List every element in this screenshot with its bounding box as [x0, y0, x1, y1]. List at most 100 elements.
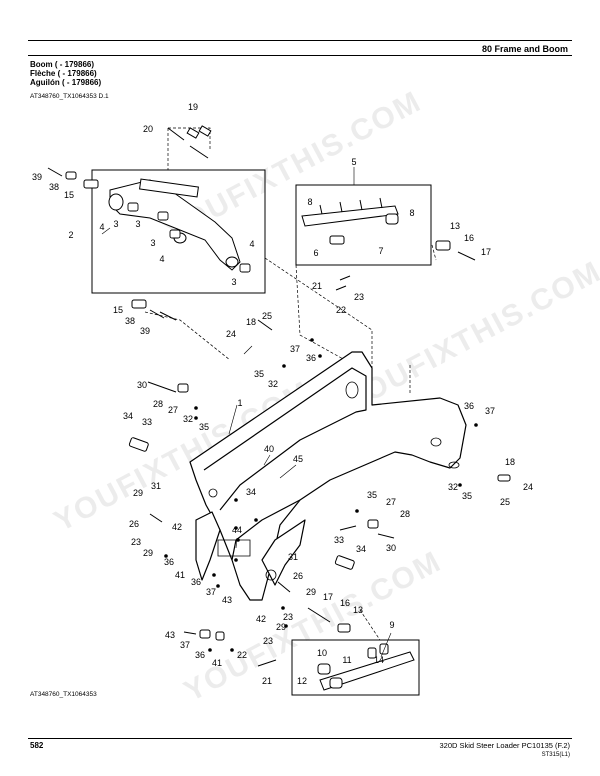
callout-29: 29 — [133, 488, 143, 498]
section-title: 80 Frame and Boom — [481, 44, 568, 54]
callout-20: 20 — [143, 124, 153, 134]
callout-25: 25 — [500, 497, 510, 507]
callout-37: 37 — [206, 587, 216, 597]
callout-13: 13 — [450, 221, 460, 231]
callout-22: 22 — [336, 305, 346, 315]
callout-33: 33 — [142, 417, 152, 427]
callout-12: 12 — [297, 676, 307, 686]
callout-32: 32 — [448, 482, 458, 492]
callout-10: 10 — [317, 648, 327, 658]
callout-23: 23 — [283, 612, 293, 622]
callout-5: 5 — [351, 157, 356, 167]
callout-28: 28 — [153, 399, 163, 409]
callout-21: 21 — [262, 676, 272, 686]
callout-16: 16 — [464, 233, 474, 243]
callout-4: 4 — [159, 254, 164, 264]
callout-23: 23 — [131, 537, 141, 547]
callout-19: 19 — [188, 102, 198, 112]
callout-3: 3 — [113, 219, 118, 229]
callout-17: 17 — [481, 247, 491, 257]
callout-4: 4 — [99, 222, 104, 232]
callout-36: 36 — [306, 353, 316, 363]
callout-8: 8 — [409, 208, 414, 218]
boom-side-plate — [261, 519, 306, 586]
callout-35: 35 — [199, 422, 209, 432]
callout-35: 35 — [367, 490, 377, 500]
callout-3: 3 — [150, 238, 155, 248]
callout-43: 43 — [165, 630, 175, 640]
callout-24: 24 — [226, 329, 236, 339]
callout-41: 41 — [212, 658, 222, 668]
title-english: Boom ( - 179866) — [30, 60, 95, 69]
callout-38: 38 — [125, 316, 135, 326]
callout-30: 30 — [386, 543, 396, 553]
callout-44: 44 — [232, 525, 242, 535]
callout-37: 37 — [180, 640, 190, 650]
page-number: 582 — [30, 741, 44, 750]
callout-24: 24 — [523, 482, 533, 492]
footer-model-text: 320D Skid Steer Loader PC10135 (F.2) — [439, 741, 571, 750]
callout-38: 38 — [49, 182, 59, 192]
callout-9: 9 — [389, 620, 394, 630]
detail-box-2 — [91, 169, 266, 294]
callout-28: 28 — [400, 509, 410, 519]
callout-3: 3 — [231, 277, 236, 287]
callout-18: 18 — [246, 317, 256, 327]
callout-26: 26 — [129, 519, 139, 529]
callout-39: 39 — [140, 326, 150, 336]
callout-23: 23 — [354, 292, 364, 302]
header-rule — [28, 40, 572, 41]
callout-31: 31 — [288, 552, 298, 562]
callout-15: 15 — [64, 190, 74, 200]
boom-lower-plate — [195, 511, 221, 581]
callout-6: 6 — [313, 248, 318, 258]
callout-37: 37 — [290, 344, 300, 354]
callout-30: 30 — [137, 380, 147, 390]
title-french: Flèche ( - 179866) — [30, 69, 97, 78]
part-titles: Boom ( - 179866) Flèche ( - 179866) Agui… — [30, 60, 101, 87]
figure-reference-top: AT348760_TX1064353 D.1 — [30, 93, 109, 100]
callout-35: 35 — [254, 369, 264, 379]
header-rule-lower — [28, 55, 572, 56]
detail-box-9 — [291, 639, 420, 696]
callout-36: 36 — [195, 650, 205, 660]
callout-43: 43 — [222, 595, 232, 605]
callout-36: 36 — [164, 557, 174, 567]
callout-1: 1 — [237, 398, 242, 408]
callout-42: 42 — [172, 522, 182, 532]
footer-code: ST315(L1) — [541, 752, 570, 758]
callout-39: 39 — [32, 172, 42, 182]
callout-36: 36 — [464, 401, 474, 411]
callout-14: 14 — [374, 655, 384, 665]
callout-16: 16 — [340, 598, 350, 608]
callout-25: 25 — [262, 311, 272, 321]
callout-29: 29 — [276, 622, 286, 632]
callout-2: 2 — [68, 230, 73, 240]
detail-box-5 — [295, 184, 432, 266]
callout-40: 40 — [264, 444, 274, 454]
callout-22: 22 — [237, 650, 247, 660]
callout-7: 7 — [378, 246, 383, 256]
callout-37: 37 — [485, 406, 495, 416]
callout-21: 21 — [312, 281, 322, 291]
callout-45: 45 — [293, 454, 303, 464]
callout-4: 4 — [249, 239, 254, 249]
callout-35: 35 — [462, 491, 472, 501]
callout-15: 15 — [113, 305, 123, 315]
callout-18: 18 — [505, 457, 515, 467]
callout-42: 42 — [256, 614, 266, 624]
callout-27: 27 — [168, 405, 178, 415]
callout-17: 17 — [323, 592, 333, 602]
callout-36: 36 — [191, 577, 201, 587]
callout-3: 3 — [135, 219, 140, 229]
callout-27: 27 — [386, 497, 396, 507]
callout-34: 34 — [246, 487, 256, 497]
callout-23: 23 — [263, 636, 273, 646]
callout-41: 41 — [175, 570, 185, 580]
callout-32: 32 — [183, 414, 193, 424]
callout-33: 33 — [334, 535, 344, 545]
callout-11: 11 — [342, 655, 351, 665]
callout-29: 29 — [306, 587, 316, 597]
figure-reference-bottom: AT348760_TX1064353 — [30, 691, 97, 698]
